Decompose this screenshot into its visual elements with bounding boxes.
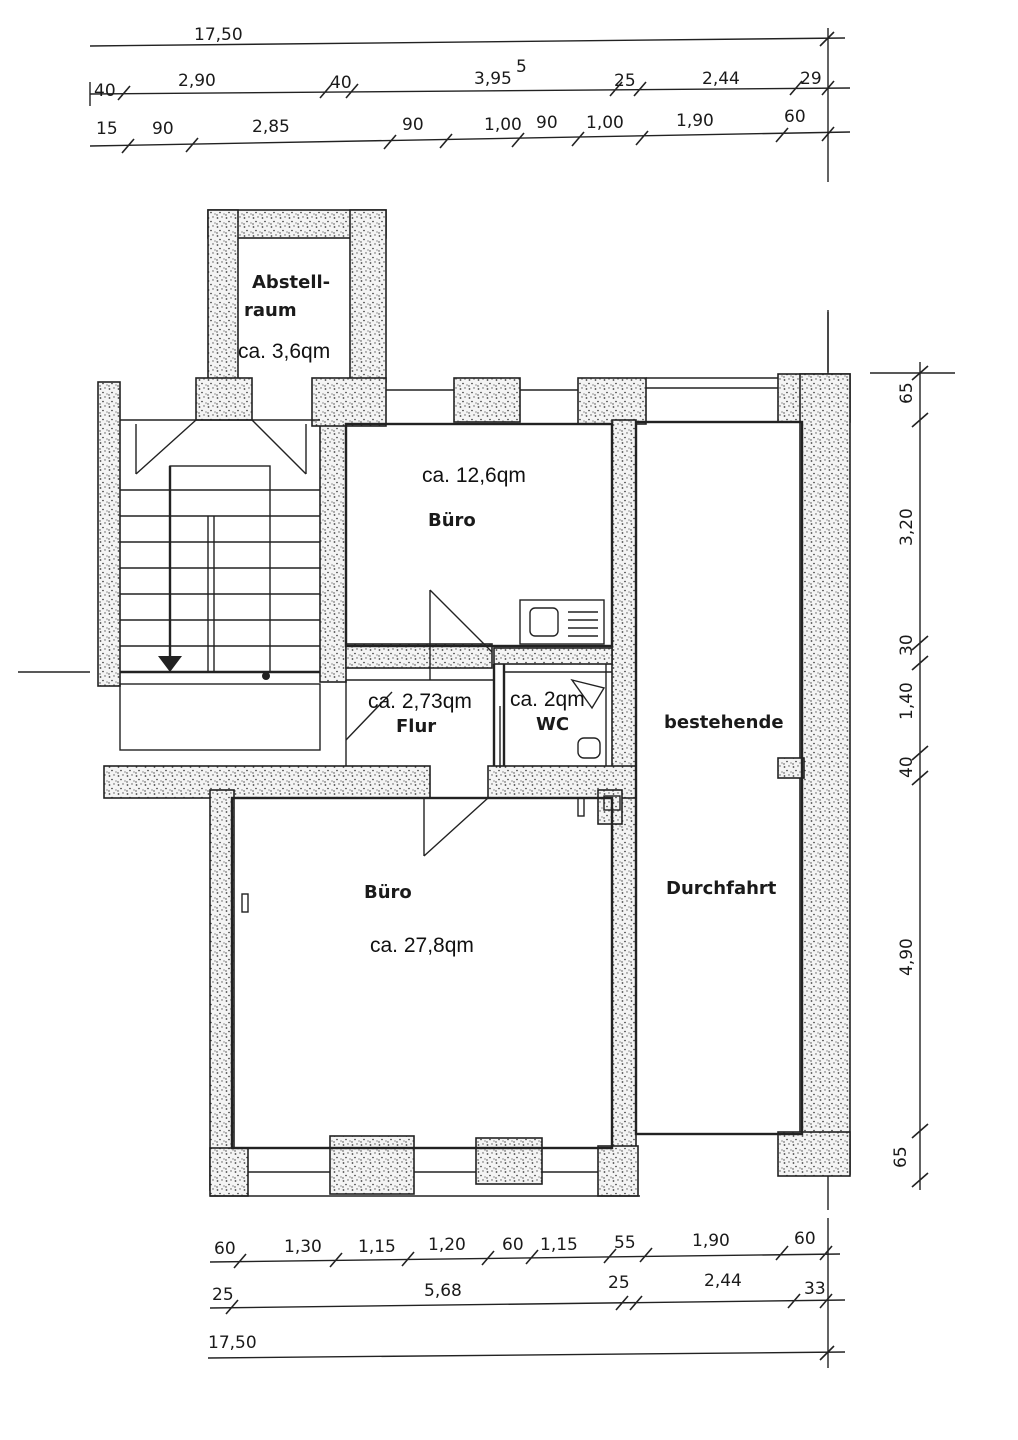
doors xyxy=(345,589,501,857)
staircase xyxy=(119,419,321,751)
dim-top-r1-7: 2,44 xyxy=(702,69,740,89)
buero-small-label: Büro xyxy=(428,510,476,531)
dim-bottom-r1-5: 60 xyxy=(502,1235,524,1255)
dim-top-r2-9: 60 xyxy=(784,107,806,127)
durchfahrt-label-1: bestehende xyxy=(664,712,784,733)
dim-top-r1-3: 40 xyxy=(330,73,352,93)
abstellraum-area: ca. 3,6qm xyxy=(238,340,330,363)
buero-small-area: ca. 12,6qm xyxy=(422,464,526,487)
dim-top-r2-2: 90 xyxy=(152,119,174,139)
durchfahrt-label-2: Durchfahrt xyxy=(666,878,777,899)
dim-top-r2-6: 90 xyxy=(536,113,558,133)
dim-top-r2-1: 15 xyxy=(96,119,118,139)
dim-bottom-r2-2: 5,68 xyxy=(424,1281,462,1301)
dim-top-r1-6: 25 xyxy=(614,71,636,91)
dim-top-r1-8: 29 xyxy=(800,69,822,89)
bottom-dimension-chains: 60 1,30 1,15 1,20 60 1,15 55 1,90 60 25 … xyxy=(207,1218,846,1368)
dim-top-total: 17,50 xyxy=(194,25,243,45)
dim-top-r2-8: 1,90 xyxy=(676,111,714,131)
dim-bottom-r1-3: 1,15 xyxy=(358,1237,396,1257)
dim-bottom-r1-2: 1,30 xyxy=(284,1237,322,1257)
wc-label: WC xyxy=(536,714,569,735)
top-dimension-chains: 17,50 40 2,90 40 3,95 5 25 2,44 29 15 90… xyxy=(89,25,851,182)
walls xyxy=(97,209,851,1197)
dim-bottom-r2-4: 2,44 xyxy=(704,1271,742,1291)
dim-top-r2-4: 90 xyxy=(402,115,424,135)
flur-area: ca. 2,73qm xyxy=(368,690,472,713)
fixtures xyxy=(18,312,829,913)
buero-large-area: ca. 27,8qm xyxy=(370,934,474,957)
dim-right-3: 30 xyxy=(897,634,917,656)
dim-bottom-r1-7: 55 xyxy=(614,1233,636,1253)
flur-label: Flur xyxy=(396,716,436,737)
buero-large-label: Büro xyxy=(364,882,412,903)
dim-bottom-r1-4: 1,20 xyxy=(428,1235,466,1255)
dim-right-1: 65 xyxy=(897,382,917,404)
dim-bottom-r2-1: 25 xyxy=(212,1285,234,1305)
dim-right-6: 4,90 xyxy=(897,938,917,976)
dim-top-r2-5: 1,00 xyxy=(484,115,522,135)
dim-bottom-r1-8: 1,90 xyxy=(692,1231,730,1251)
room-labels: Abstell- raum ca. 3,6qm ca. 12,6qm Büro … xyxy=(238,272,784,957)
partitions xyxy=(210,377,804,1197)
dim-top-r1-5: 5 xyxy=(516,57,527,77)
dim-bottom-r2-5: 33 xyxy=(804,1279,826,1299)
dim-top-r2-7: 1,00 xyxy=(586,113,624,133)
dim-right-7: 65 xyxy=(891,1146,911,1168)
dim-top-r1-1: 40 xyxy=(94,81,116,101)
dim-top-r2-3: 2,85 xyxy=(252,117,290,137)
dim-top-r1-4: 3,95 xyxy=(474,69,512,89)
dim-right-5: 40 xyxy=(897,756,917,778)
abstellraum-label-2: raum xyxy=(244,300,297,321)
abstellraum-label-1: Abstell- xyxy=(252,272,330,293)
dim-bottom-total: 17,50 xyxy=(208,1333,257,1353)
dim-top-r1-2: 2,90 xyxy=(178,71,216,91)
dim-right-2: 3,20 xyxy=(897,508,917,546)
dim-bottom-r1-9: 60 xyxy=(794,1229,816,1249)
wc-area: ca. 2qm xyxy=(510,688,585,711)
dim-right-4: 1,40 xyxy=(897,682,917,720)
dim-bottom-r1-1: 60 xyxy=(214,1239,236,1259)
dim-bottom-r2-3: 25 xyxy=(608,1273,630,1293)
dim-bottom-r1-6: 1,15 xyxy=(540,1235,578,1255)
